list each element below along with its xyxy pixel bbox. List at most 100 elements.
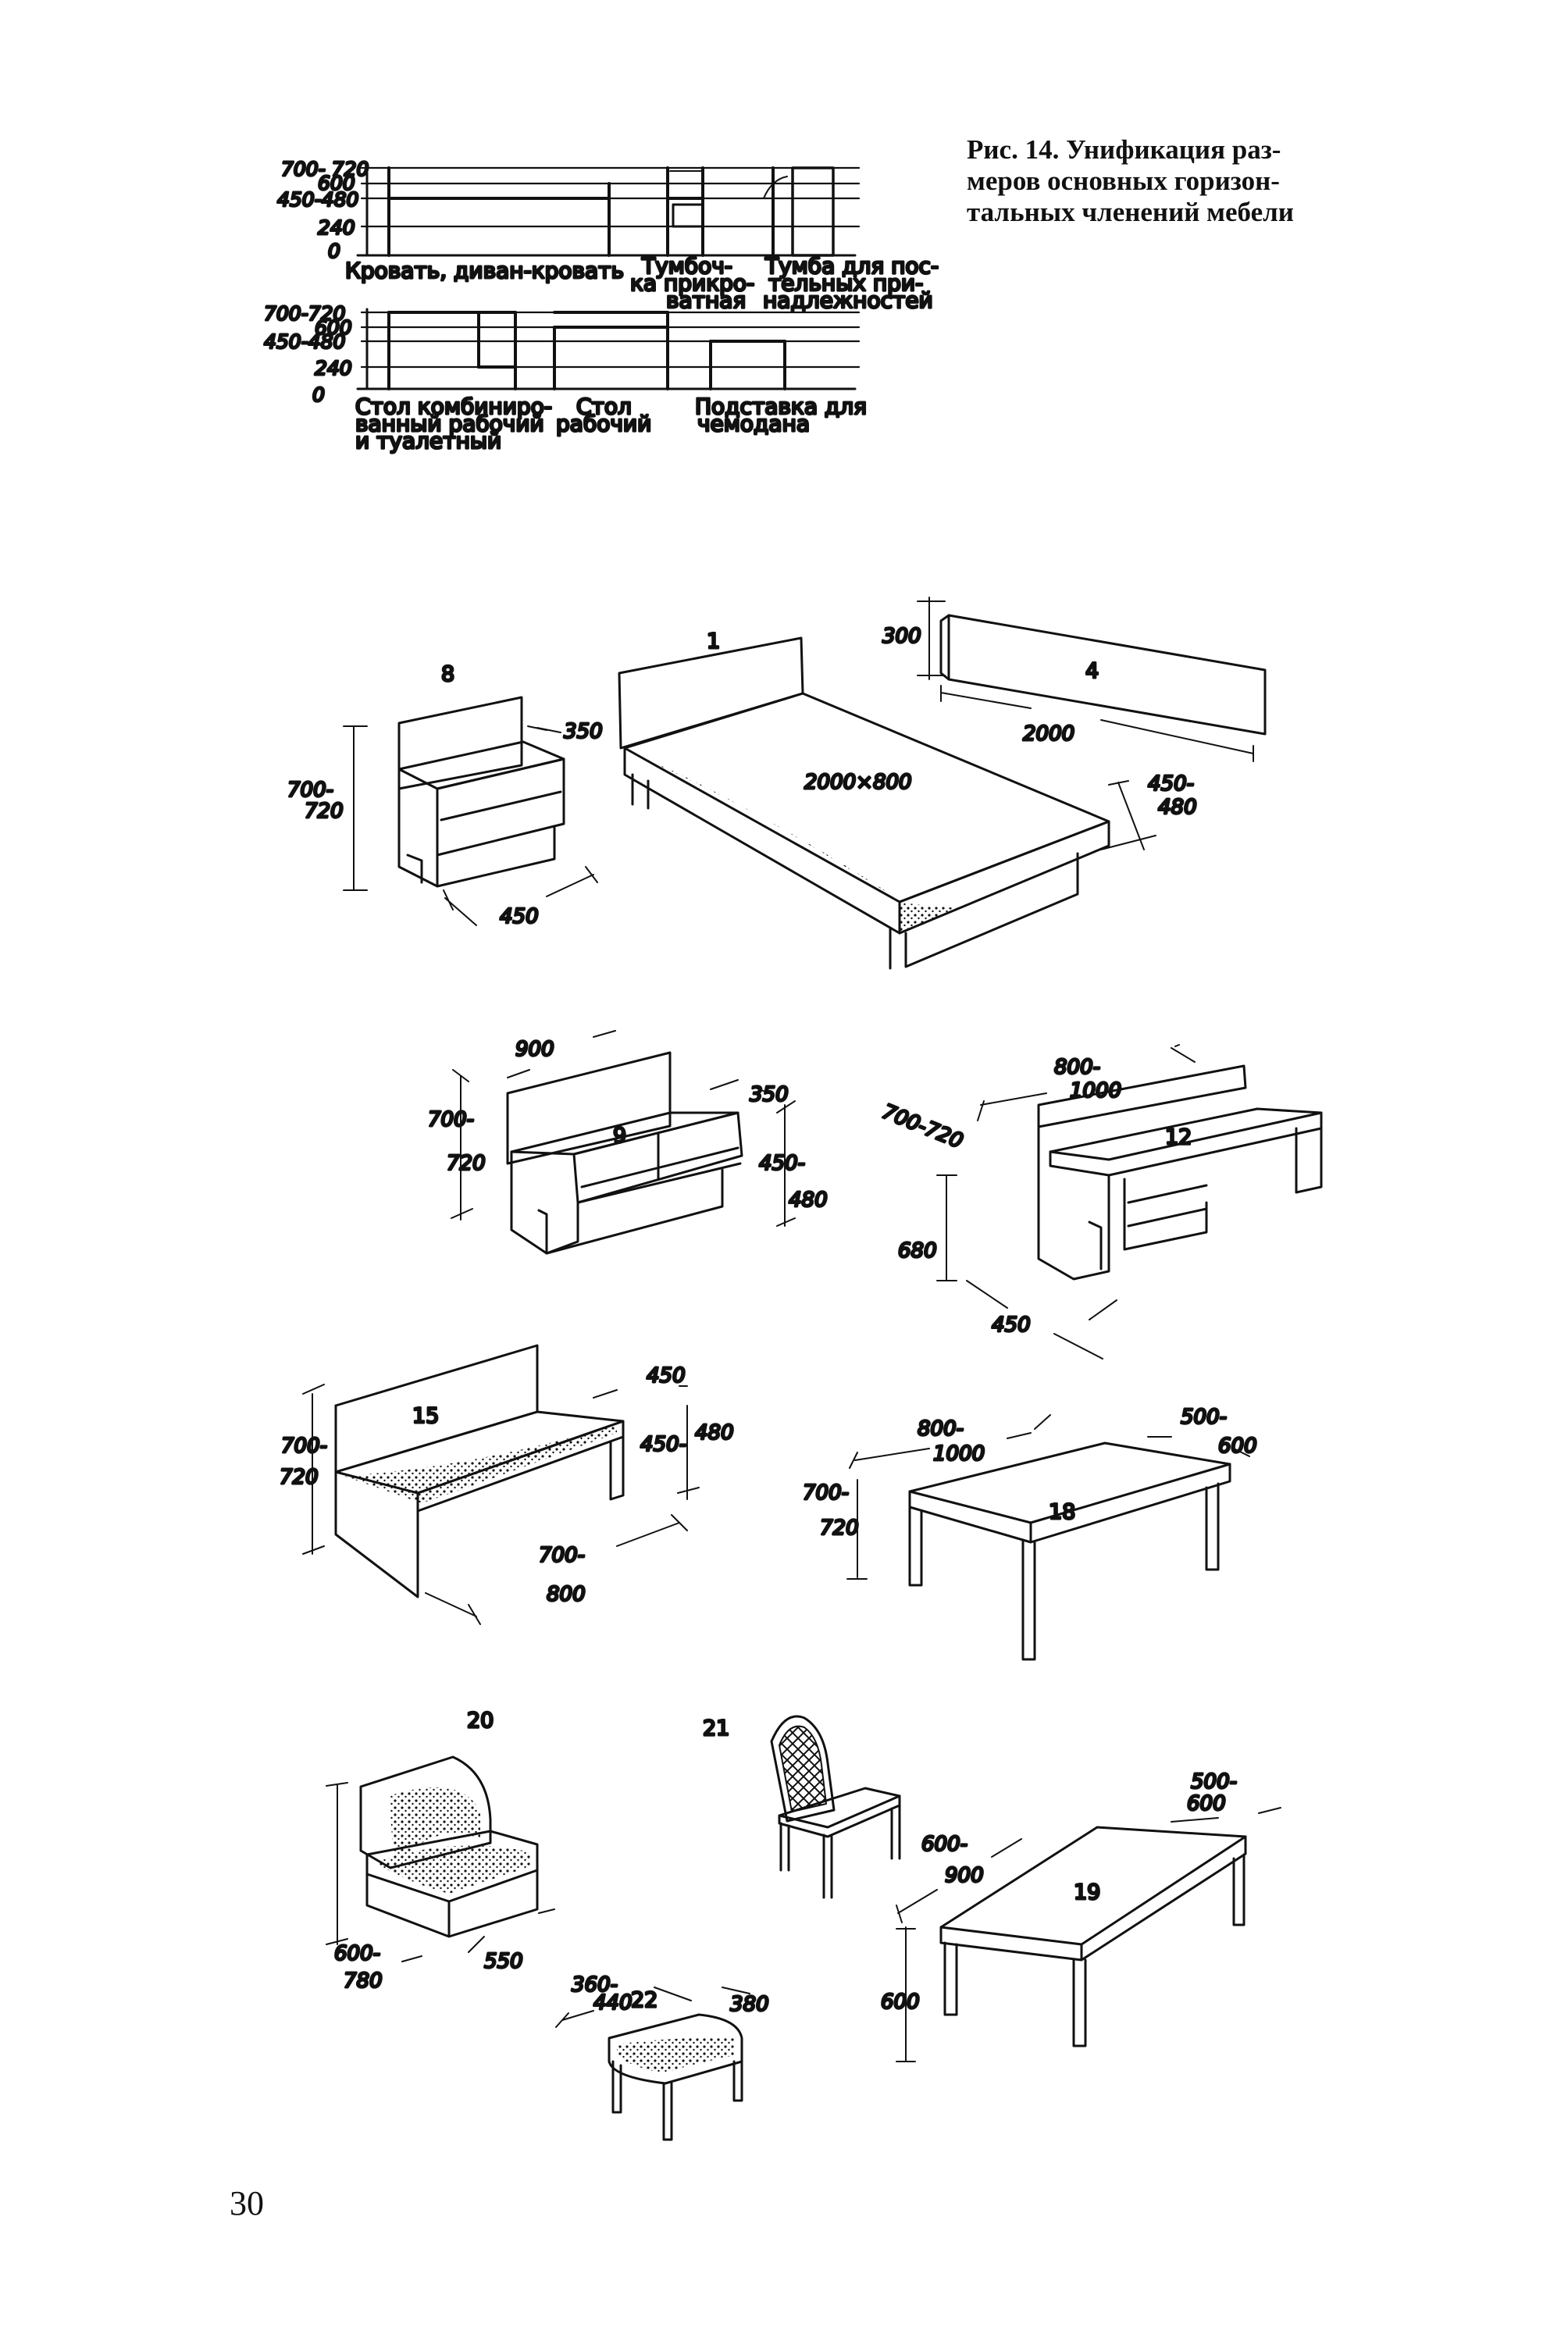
sofa-height-label: 720: [280, 1466, 319, 1489]
dresser-height-label: 700-: [428, 1108, 474, 1131]
dimension-line: [966, 1280, 1117, 1360]
bed-headboard: [618, 636, 804, 750]
group-label: рабочий: [556, 411, 651, 437]
bed-height-label: 480: [1158, 796, 1197, 819]
coffee-table-drawing: 19 500- 600 600- 900 600: [880, 1769, 1281, 2062]
group-label: ванный рабочий: [355, 411, 544, 437]
chair-back-mesh: [779, 1725, 827, 1812]
dimension-line: [343, 725, 368, 891]
desk-width-label: 800-: [1054, 1056, 1100, 1079]
group-label: и туалетный: [355, 428, 501, 454]
dimension-line: [710, 1079, 796, 1227]
bed-size-label: 2000×800: [804, 771, 912, 794]
desk-number: 12: [1165, 1125, 1192, 1149]
stool-length-label: 440: [593, 1991, 633, 2015]
headboard-number: 4: [1085, 659, 1099, 683]
dimension-line: [1147, 1436, 1250, 1457]
caption-line: Рис. 14. Унификация раз-: [967, 134, 1281, 165]
coffee-table-number: 19: [1074, 1880, 1100, 1905]
y-tick-label: 600: [318, 172, 355, 194]
nightstand-depth-label: 350: [564, 720, 603, 743]
dresser-plinth: [510, 1150, 724, 1255]
group-label: тельных при-: [768, 270, 923, 296]
sofa-number: 15: [412, 1404, 439, 1428]
sofa-length-label: 700-: [539, 1544, 585, 1567]
y-tick-label: 240: [318, 216, 355, 239]
coffee-table-edge: [939, 1835, 1247, 1962]
dresser-number: 9: [613, 1124, 626, 1148]
dimension-line: [593, 1385, 700, 1500]
chair-drawing: 21: [702, 1715, 901, 1899]
dimension-line: [1171, 1807, 1281, 1823]
stool-legs: [611, 2060, 743, 2141]
nightstand-height-label: 720: [305, 800, 344, 823]
height-chart-2: 700-720 600 450-480 240 0 Стол комбиниро…: [263, 301, 868, 455]
sofa-drawing: 15 700- 720 450 450- 480 700- 800: [279, 1344, 735, 1625]
table-width-label: 600: [1218, 1434, 1257, 1458]
armchair-number: 20: [467, 1709, 494, 1733]
chair-back: [770, 1715, 836, 1823]
dimension-line: [940, 685, 1254, 762]
table-drawing: 18 800- 1000 500- 600 700- 720: [802, 1405, 1258, 1661]
coffee-table-length-label: 900: [945, 1864, 984, 1887]
nightstand-number: 8: [441, 662, 454, 686]
sofa-seat-height-label: 450-: [640, 1433, 686, 1456]
nightstand-height-label: 700-: [287, 779, 333, 802]
group-label: чемодана: [697, 411, 810, 437]
dimension-line: [1100, 780, 1156, 850]
desk-cutout: [1088, 1221, 1103, 1270]
desk-knee-height-label: 680: [898, 1239, 937, 1263]
nightstand-cutout: [406, 853, 423, 884]
dresser-cutout: [537, 1209, 548, 1255]
sofa-stipple: [344, 1425, 617, 1503]
dimension-line: [917, 597, 946, 680]
armchair-base: [365, 1869, 539, 1938]
dresser-width-label: 900: [515, 1038, 554, 1061]
group-label: надлежностей: [763, 287, 933, 313]
dimension-line: [977, 1044, 1196, 1121]
desk-drawing: 12 800- 1000 700-720 680 450: [878, 1044, 1323, 1360]
table-height-label: 700-: [803, 1481, 849, 1505]
dimension-line: [846, 1479, 868, 1580]
chair-legs: [779, 1804, 901, 1899]
bed-legs: [631, 773, 1079, 970]
coffee-table-legs: [943, 1853, 1245, 2047]
bed-height-label: 450-: [1148, 772, 1194, 796]
group-label: ватная: [666, 287, 746, 313]
headboard-length-label: 2000: [1023, 722, 1074, 746]
dimension-line: [451, 1030, 616, 1221]
dimension-line: [849, 1414, 1051, 1469]
dimension-line: [425, 1514, 688, 1625]
stool-cushion: [608, 2013, 743, 2085]
table-top-edge: [908, 1463, 1231, 1544]
table-legs: [908, 1482, 1220, 1661]
y-tick-label: 600: [315, 316, 352, 339]
headboard-panel: [947, 614, 1267, 736]
bed-stipple: [900, 902, 960, 933]
coffee-table-width-label: 600: [1187, 1792, 1226, 1816]
headboard-height-label: 300: [882, 625, 921, 648]
armchair-height-label: 600-: [334, 1942, 380, 1965]
armchair-drawing: 20 600- 780 550: [326, 1708, 555, 1994]
bed-drawing: 1 2000×800 450- 480: [618, 629, 1198, 970]
dimension-line: [443, 866, 598, 926]
dresser-front: [572, 1111, 743, 1204]
chart-bars: [387, 166, 835, 257]
group-label: Тумбоч-: [641, 253, 732, 279]
dimension-line: [936, 1174, 957, 1281]
dresser-drawing: 9 900 700- 720 350 450- 480: [427, 1030, 829, 1255]
nightstand-front: [436, 757, 565, 857]
dresser-low-height-label: 480: [789, 1188, 828, 1212]
dimension-line: [326, 1782, 555, 1962]
table-width-label: 500-: [1181, 1406, 1227, 1429]
armchair-height-label: 780: [344, 1969, 383, 1993]
armchair-depth-label: 550: [484, 1950, 523, 1973]
table-length-label: 800-: [918, 1417, 964, 1441]
y-tick-label: 450-480: [264, 330, 345, 353]
y-tick-label: 0: [312, 383, 325, 406]
stool-number: 22: [631, 1988, 657, 2012]
coffee-table-width-label: 500-: [1191, 1770, 1237, 1794]
stool-depth-label: 380: [730, 1993, 769, 2016]
desk-side-leg: [1295, 1127, 1323, 1194]
armchair-stipple: [375, 1845, 531, 1894]
